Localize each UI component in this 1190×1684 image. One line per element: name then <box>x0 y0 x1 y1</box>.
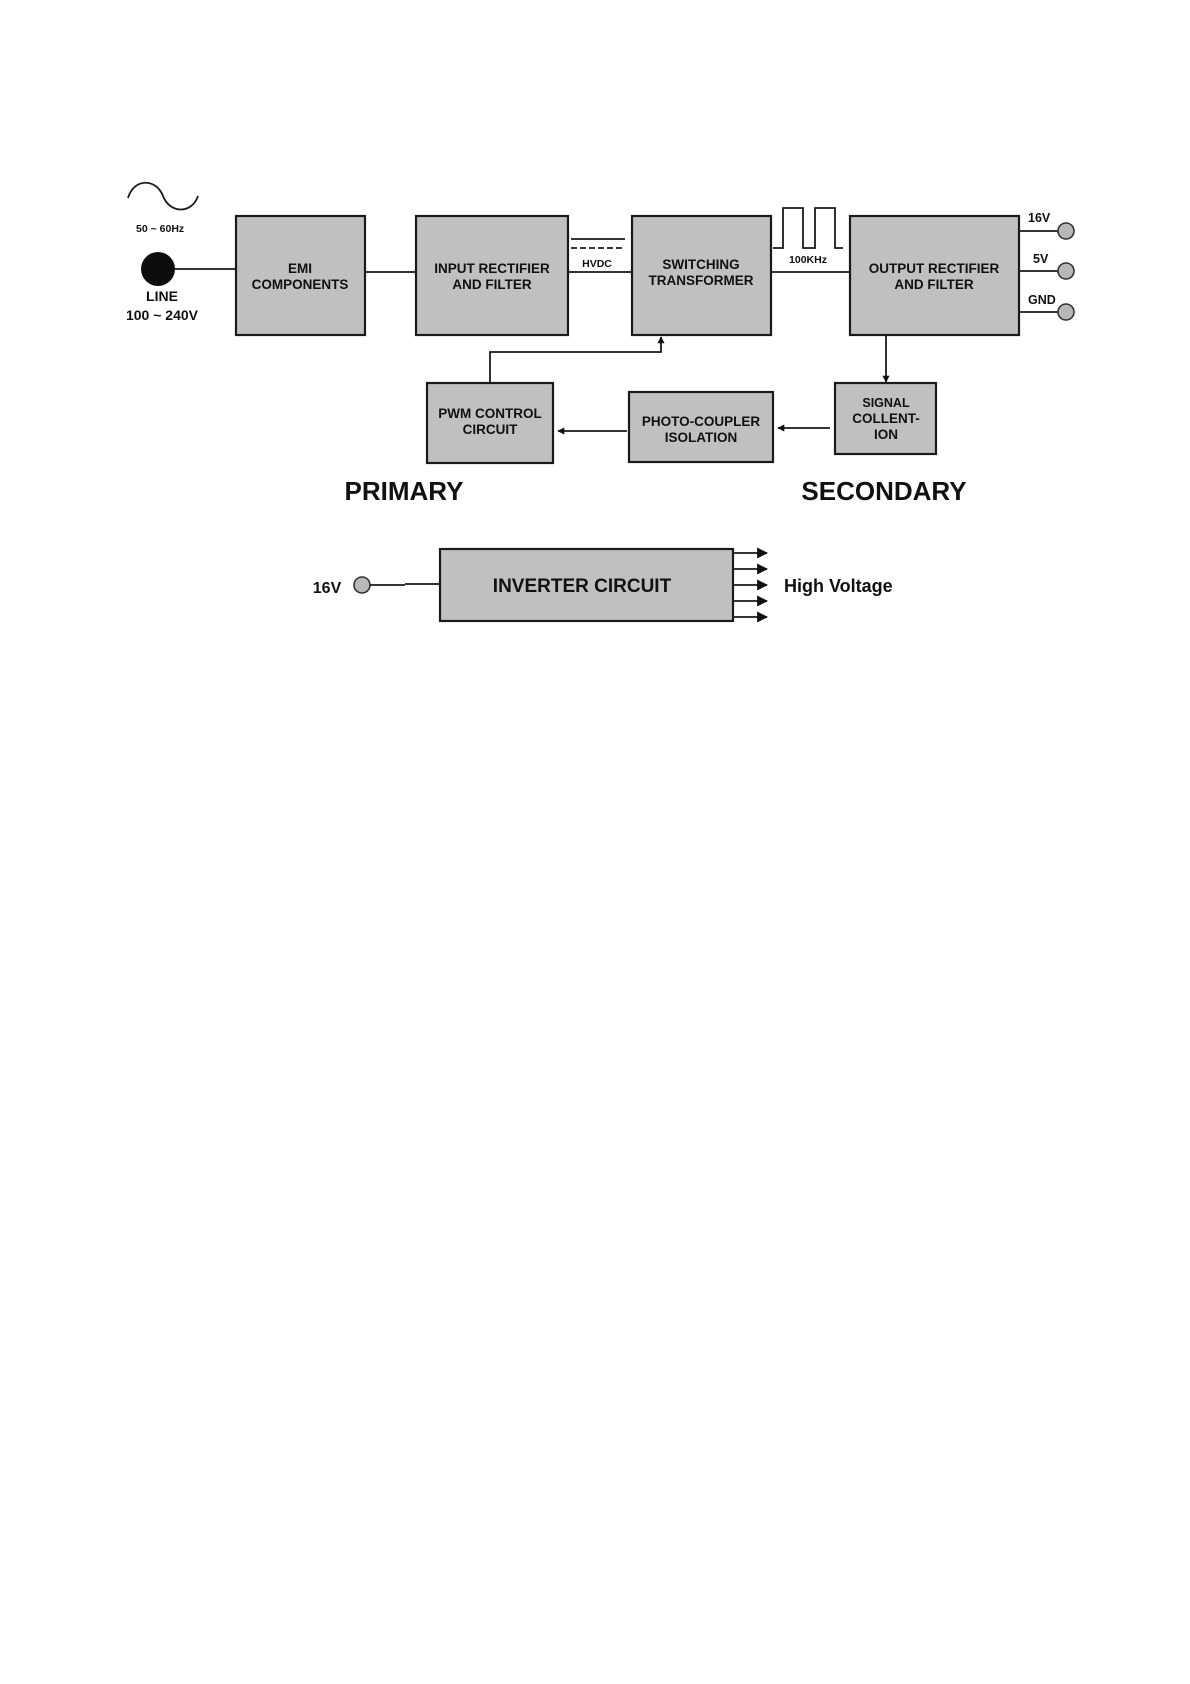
inverter-input-label: 16V <box>313 580 342 597</box>
output-label-5v: 5V <box>1033 252 1049 266</box>
pwm-label-line1: PWM CONTROL <box>438 406 542 421</box>
pwm-control-block: PWM CONTROL CIRCUIT <box>427 383 553 463</box>
output-label-gnd: GND <box>1028 293 1056 307</box>
output-terminal-5v <box>1058 263 1074 279</box>
high-voltage-outputs <box>733 553 767 617</box>
output-label-16v: 16V <box>1028 211 1051 225</box>
output-rectifier-label-line1: OUTPUT RECTIFIER <box>869 261 1000 276</box>
arrow-pwm-to-transformer <box>490 337 661 383</box>
input-rectifier-label-line2: AND FILTER <box>452 277 531 292</box>
input-rectifier-block: INPUT RECTIFIER AND FILTER <box>416 216 568 335</box>
square-wave-icon <box>773 208 843 248</box>
line-label: LINE <box>146 288 178 304</box>
emi-label-line1: EMI <box>288 261 312 276</box>
inverter-input-terminal <box>354 577 370 593</box>
emi-label-line2: COMPONENTS <box>252 277 349 292</box>
ac-sine-wave-icon <box>128 183 198 210</box>
signal-label-line2: COLLENT- <box>852 411 920 426</box>
input-rectifier-label-line1: INPUT RECTIFIER <box>434 261 550 276</box>
high-voltage-label: High Voltage <box>784 576 893 596</box>
switching-transformer-block: SWITCHING TRANSFORMER <box>632 216 771 335</box>
emi-components-block: EMI COMPONENTS <box>236 216 365 335</box>
transformer-label-line1: SWITCHING <box>662 257 739 272</box>
signal-label-line3: ION <box>874 427 898 442</box>
output-terminal-gnd <box>1058 304 1074 320</box>
photo-coupler-block: PHOTO-COUPLER ISOLATION <box>629 392 773 462</box>
output-rectifier-label-line2: AND FILTER <box>894 277 973 292</box>
line-input-terminal <box>141 252 175 286</box>
inverter-circuit-block: INVERTER CIRCUIT <box>440 549 733 621</box>
output-rectifier-block: OUTPUT RECTIFIER AND FILTER <box>850 216 1019 335</box>
primary-section-label: PRIMARY <box>345 476 464 506</box>
voltage-range-label: 100 ~ 240V <box>126 307 199 323</box>
pwm-label-line2: CIRCUIT <box>463 422 518 437</box>
signal-collection-block: SIGNAL COLLENT- ION <box>835 383 936 454</box>
photocoupler-label-line2: ISOLATION <box>665 430 738 445</box>
switching-frequency-label: 100KHz <box>789 254 827 266</box>
transformer-label-line2: TRANSFORMER <box>649 273 754 288</box>
photocoupler-label-line1: PHOTO-COUPLER <box>642 414 761 429</box>
frequency-label: 50 ~ 60Hz <box>136 223 184 235</box>
output-terminal-16v <box>1058 223 1074 239</box>
secondary-section-label: SECONDARY <box>801 476 966 506</box>
signal-label-line1: SIGNAL <box>862 396 910 410</box>
inverter-label: INVERTER CIRCUIT <box>493 576 672 597</box>
hvdc-label: HVDC <box>582 258 612 270</box>
